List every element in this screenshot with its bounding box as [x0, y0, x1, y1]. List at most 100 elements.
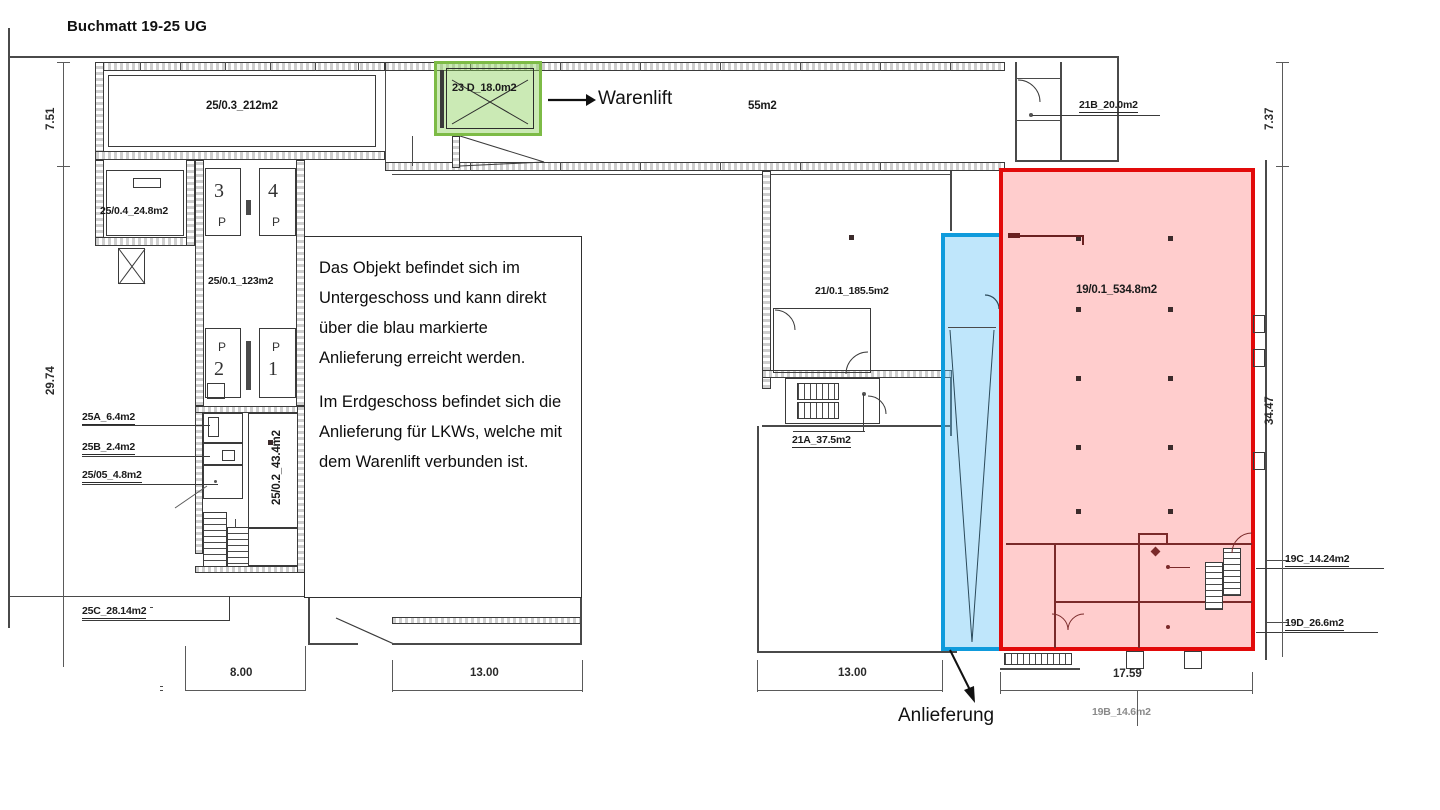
leader-25-05-tail: [174, 485, 208, 509]
stall-divider-bottom: [246, 341, 251, 390]
warenlift-room-outline: [446, 68, 534, 129]
wall-service-top: [195, 406, 305, 413]
wall-mid-left-vert: [757, 426, 759, 652]
stair-21a-a: [797, 383, 839, 400]
wall-mid-right-vert2: [950, 378, 952, 436]
stair-left-2: [227, 527, 249, 571]
parking-number-4: 4: [268, 180, 278, 202]
wall-25-01-left: [195, 160, 204, 406]
mullion: [225, 62, 226, 71]
mullion: [358, 62, 359, 71]
dim-tick: [1252, 672, 1253, 694]
stair-left: [203, 512, 227, 568]
wall-service-bottom: [195, 566, 305, 573]
dim-bottom-right-line: [1000, 690, 1252, 691]
wall-21-01-left: [762, 171, 771, 389]
dim-left-upper-line: [63, 62, 64, 167]
wall-25-04-right: [186, 160, 195, 246]
red-room-divider-v2: [1138, 533, 1140, 648]
fixture-25b: [222, 450, 235, 461]
leader-21a-riser: [863, 394, 864, 432]
dim-label-bottom-rightmid: 13.00: [838, 667, 867, 679]
room-25-05: [203, 465, 243, 499]
parking-tag-2: P: [218, 340, 227, 354]
mullion: [880, 62, 881, 71]
leader-25c-riser: [229, 596, 230, 621]
fixture-21a-dot: [862, 392, 866, 396]
mullion: [140, 62, 141, 71]
door-swing-icon: [1051, 613, 1085, 631]
wall-21b-divider: [1015, 78, 1060, 79]
room-label-25c: 25C_28.14m2: [82, 605, 147, 619]
dim-label-bottom-mid: 13.00: [470, 667, 499, 679]
door-swing-icon: [984, 294, 1000, 310]
mullion: [720, 162, 721, 171]
ramp-line: [412, 136, 413, 166]
wall-25-03-left: [95, 62, 104, 160]
pillar: [268, 440, 273, 445]
leader-25-05: [82, 484, 218, 485]
room-21a: [785, 378, 880, 424]
ext-25c-right: [580, 596, 582, 644]
room-label-55: 55m2: [748, 100, 777, 112]
wall-mid-right-vert: [950, 171, 952, 231]
mullion: [640, 62, 641, 71]
pillar: [1076, 236, 1081, 241]
dim-tick: [392, 660, 393, 692]
wall-mid-bottom: [757, 651, 957, 653]
stair-red-b: [1223, 548, 1241, 596]
mullion: [270, 62, 271, 71]
corridor-bottom-wall: [385, 162, 1005, 171]
dim-left-lower-line: [63, 167, 64, 667]
red-room-divider-h3: [1054, 601, 1138, 603]
wall-25-04-bottom: [95, 237, 195, 246]
sheet-border-left: [8, 28, 10, 628]
ext-25c-diag: [335, 617, 395, 645]
door-swing-icon: [867, 395, 887, 415]
fixture-dot: [1166, 565, 1170, 569]
room-label-25-05: 25/05_4.8m2: [82, 469, 142, 483]
sheet-border-bottom: [8, 596, 308, 597]
parking-number-1: 1: [268, 358, 278, 380]
parking-number-3: 3: [214, 180, 224, 202]
stall-divider-top: [246, 200, 251, 215]
pillar: [849, 235, 854, 240]
outer-wall-right-tick2: [1265, 622, 1289, 623]
mullion: [640, 162, 641, 171]
ramp-v-lines: [949, 329, 995, 643]
red-room-divider-h2: [1138, 601, 1252, 603]
corridor-inner-line: [392, 174, 952, 175]
wall-21-01-bottom: [762, 370, 952, 378]
corridor-top-wall: [385, 62, 1005, 71]
mullion: [180, 62, 181, 71]
room-25-03: [108, 75, 376, 147]
stall-corner-fixture: [207, 383, 225, 399]
door-swing-icon: [1231, 532, 1253, 554]
outer-wall-right: [1265, 160, 1267, 660]
grate-surround: [1000, 668, 1080, 670]
door-swing-icon: [774, 309, 796, 331]
parking-tag-4: P: [272, 215, 281, 229]
dim-tick: [57, 62, 70, 63]
dim-tick: [305, 646, 306, 691]
red-partition-stub: [1008, 233, 1020, 238]
room-label-25b: 25B_2.4m2: [82, 441, 136, 455]
wall-ext-25c: [392, 617, 582, 624]
dim-label-left-lower: 29.74: [45, 366, 57, 395]
wall-21b-divider2: [1015, 120, 1060, 121]
leader-19d: [1256, 632, 1378, 633]
wall-21b-inner: [1060, 62, 1062, 162]
warenlift-cross-icon: [451, 79, 529, 125]
stair-red-a: [1205, 562, 1223, 610]
stair-21a-b: [797, 402, 839, 419]
ext-25c-bottom-2: [392, 643, 582, 645]
dim-bottom-left-line: [185, 690, 305, 691]
pillar: [1076, 376, 1081, 381]
leader-21b: [1032, 115, 1160, 116]
dim-tick: [582, 660, 583, 692]
pillar: [1168, 445, 1173, 450]
room-25a: [203, 413, 243, 443]
warenlift-door: [440, 70, 444, 128]
fixture-25-04: [133, 178, 161, 188]
dim-tick: [757, 660, 758, 692]
